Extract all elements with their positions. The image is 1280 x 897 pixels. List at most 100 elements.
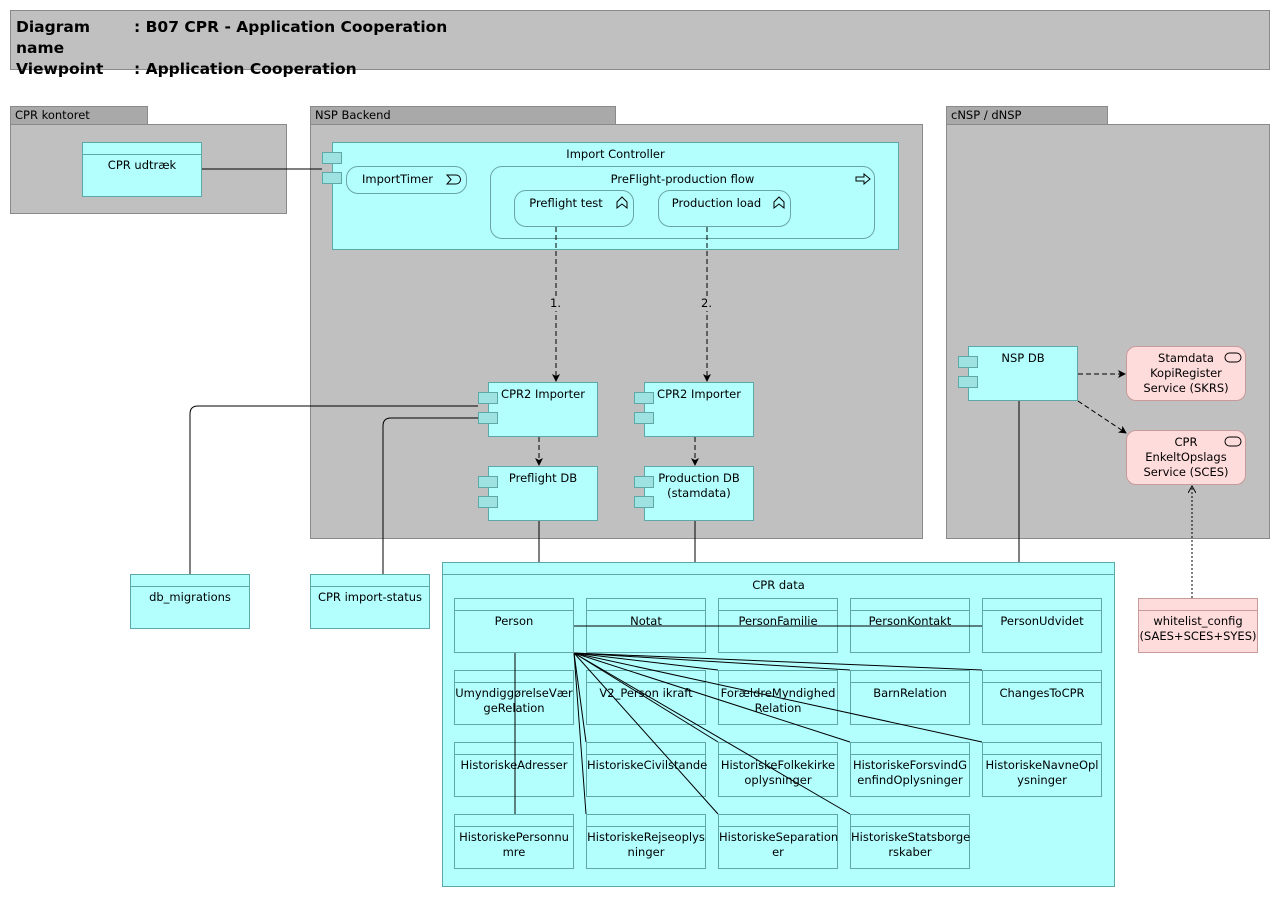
component-nsp-db[interactable]: NSP DB — [968, 346, 1078, 401]
function-production-load[interactable]: Production load — [658, 190, 791, 227]
data-object-label: Notat — [630, 614, 662, 628]
data-object-changestocpr[interactable]: ChangesToCPR — [982, 670, 1102, 725]
event-import-timer[interactable]: ImportTimer — [346, 166, 467, 194]
data-object-v2-person-ikraft[interactable]: V2_Person ikraft — [586, 670, 706, 725]
component-port-icon — [478, 412, 498, 424]
service-sces[interactable]: CPR EnkeltOpslags Service (SCES) — [1126, 430, 1246, 485]
event-icon — [446, 174, 461, 185]
whitelist-label-line1: whitelist_config — [1153, 614, 1243, 628]
function-icon — [773, 196, 785, 210]
data-object-label: HistoriskeCivilstande — [587, 758, 708, 772]
component-port-icon — [958, 356, 978, 368]
process-arrow-icon — [855, 173, 871, 185]
group-tab-cpr-kontoret[interactable]: CPR kontoret — [10, 106, 148, 124]
preflight-flow-label: PreFlight-production flow — [610, 172, 755, 186]
importer2-label: CPR2 Importer — [657, 387, 741, 401]
data-object-label: BarnRelation — [873, 686, 947, 700]
data-object-label: V2_Person ikraft — [599, 686, 693, 700]
db-migrations-label: db_migrations — [149, 590, 231, 604]
component-port-icon — [634, 392, 654, 404]
service-skrs[interactable]: Stamdata KopiRegister Service (SKRS) — [1126, 346, 1246, 401]
diagram-name-value: : B07 CPR - Application Cooperation — [134, 18, 448, 36]
data-object-person[interactable]: Person — [454, 598, 574, 653]
data-object-label: PersonFamilie — [738, 614, 818, 628]
flow-label-step2: 2. — [701, 296, 712, 310]
import-status-label: CPR import-status — [317, 590, 423, 604]
cpr-udtraek-label: CPR udtræk — [107, 158, 177, 172]
flow-label-step1: 1. — [550, 296, 561, 310]
data-object-cpr-import-status[interactable]: CPR import-status — [310, 574, 430, 629]
production-db-label-line2: (stamdata) — [667, 486, 731, 500]
data-object-personudvidet[interactable]: PersonUdvidet — [982, 598, 1102, 653]
data-object-label: PersonKontakt — [868, 614, 952, 628]
nsp-db-label: NSP DB — [1001, 351, 1045, 365]
data-object-cpr-udtraek[interactable]: CPR udtræk — [82, 142, 202, 197]
component-port-icon — [322, 172, 342, 184]
viewpoint-value: : Application Cooperation — [134, 60, 357, 78]
sces-label-line3: Service (SCES) — [1143, 465, 1229, 479]
importer1-label: CPR2 Importer — [501, 387, 585, 401]
component-port-icon — [634, 412, 654, 424]
component-port-icon — [322, 152, 342, 164]
cpr-data-label: CPR data — [752, 578, 805, 592]
data-object-notat[interactable]: Notat — [586, 598, 706, 653]
component-cpr2-importer-preflight[interactable]: CPR2 Importer — [488, 382, 598, 437]
component-cpr2-importer-production[interactable]: CPR2 Importer — [644, 382, 754, 437]
function-preflight-test[interactable]: Preflight test — [514, 190, 634, 227]
skrs-label-line3: Service (SKRS) — [1143, 381, 1229, 395]
whitelist-label-line2: (SAES+SCES+SYES) — [1139, 629, 1257, 643]
diagram-name-label: Diagram name — [16, 18, 90, 57]
data-object-db-migrations[interactable]: db_migrations — [130, 574, 250, 629]
data-object-personkontakt[interactable]: PersonKontakt — [850, 598, 970, 653]
group-tab-cnsp-dnsp[interactable]: cNSP / dNSP — [946, 106, 1108, 124]
sces-label-line1: CPR — [1174, 435, 1198, 449]
component-port-icon — [634, 476, 654, 488]
data-object-label: PersonUdvidet — [1000, 614, 1084, 628]
import-timer-label: ImportTimer — [361, 172, 434, 186]
data-object-label: Person — [494, 614, 534, 628]
function-icon — [616, 196, 628, 210]
service-icon — [1224, 436, 1242, 447]
component-production-db[interactable]: Production DB (stamdata) — [644, 466, 754, 521]
preflight-test-label: Preflight test — [529, 196, 603, 210]
production-load-label: Production load — [671, 196, 762, 210]
production-db-label-line1: Production DB — [658, 471, 740, 485]
sces-label-line2: EnkeltOpslags — [1145, 450, 1227, 464]
data-object-historiskecivilstande[interactable]: HistoriskeCivilstande — [586, 742, 708, 797]
skrs-label-line1: Stamdata — [1158, 351, 1214, 365]
data-object-label: ChangesToCPR — [999, 686, 1085, 700]
component-port-icon — [478, 392, 498, 404]
data-object-personfamilie[interactable]: PersonFamilie — [718, 598, 838, 653]
data-object-barnrelation[interactable]: BarnRelation — [850, 670, 970, 725]
artifact-whitelist-config[interactable]: whitelist_config (SAES+SCES+SYES) — [1138, 598, 1258, 653]
diagram-header: Diagram name : B07 CPR - Application Coop… — [10, 10, 1270, 78]
component-preflight-db[interactable]: Preflight DB — [488, 466, 598, 521]
component-port-icon — [478, 496, 498, 508]
component-port-icon — [634, 496, 654, 508]
data-object-label: HistoriskeAdresser — [460, 758, 568, 772]
component-port-icon — [958, 376, 978, 388]
group-tab-nsp-backend[interactable]: NSP Backend — [310, 106, 616, 124]
component-port-icon — [478, 476, 498, 488]
skrs-label-line2: KopiRegister — [1150, 366, 1222, 380]
data-object-historiskeadresser[interactable]: HistoriskeAdresser — [454, 742, 574, 797]
preflight-db-label: Preflight DB — [508, 471, 578, 485]
